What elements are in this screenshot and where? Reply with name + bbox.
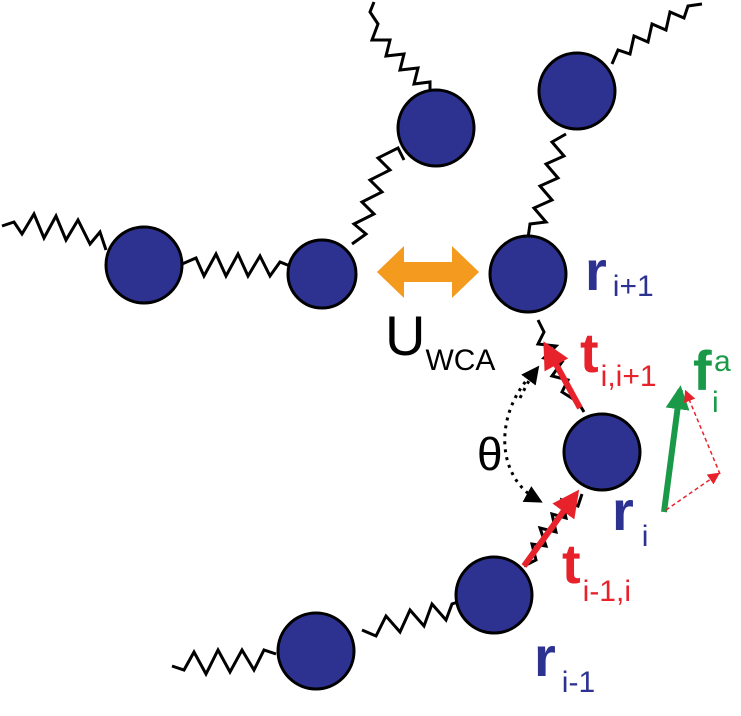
angle-arc	[503, 368, 543, 503]
bead	[104, 225, 184, 305]
spring-bond	[361, 598, 465, 638]
bead-r-i-minus-1	[454, 555, 534, 635]
label-f-a-sub: i	[712, 386, 719, 419]
spring-bond	[526, 132, 567, 239]
label-t-i-i-plus-1: ti,i+1	[580, 321, 657, 393]
label-u-wca: UWCA	[385, 304, 495, 377]
spring-bond	[181, 250, 291, 280]
spring-bond	[368, 1, 432, 90]
bead	[276, 611, 356, 691]
spring-bond	[171, 646, 277, 678]
beads	[104, 51, 642, 691]
force-component-dashed	[665, 472, 720, 511]
spring-bond	[610, 2, 703, 65]
label-f-a-sup: a	[714, 345, 731, 378]
label-theta: θ	[477, 428, 503, 480]
bead-r-i-plus-1	[488, 234, 568, 314]
angle-arc-start	[518, 365, 540, 399]
label-t-i-minus-1-i: ti-1,i	[562, 532, 631, 608]
label-f-a: f	[693, 339, 712, 402]
bead	[286, 238, 358, 310]
bead-r-i	[562, 412, 642, 492]
wca-double-arrow	[377, 246, 479, 298]
spring-bonds	[1, 1, 703, 678]
tangent-arrow-i-i-plus-1	[543, 341, 583, 410]
active-force-arrow	[661, 385, 690, 513]
tangent-arrow-i-minus-1-i	[521, 489, 580, 568]
spring-bond	[1, 210, 108, 251]
force-component-dashed	[684, 389, 721, 475]
bead	[396, 88, 476, 168]
spring-bond	[351, 145, 406, 246]
bead	[537, 51, 617, 131]
